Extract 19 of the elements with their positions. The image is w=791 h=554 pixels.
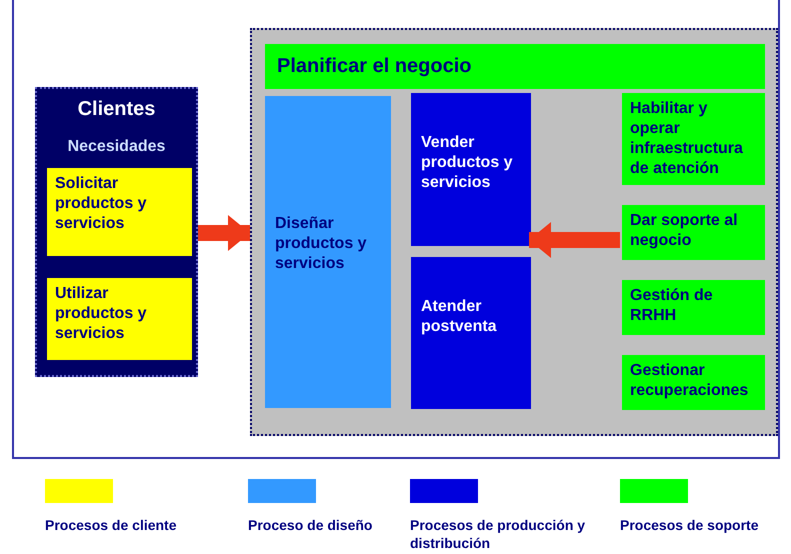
process-box: Dar soporte al negocio — [622, 205, 765, 260]
process-box: Gestión de RRHH — [622, 280, 765, 335]
process-box: Vender productos y servicios — [411, 93, 531, 246]
process-box: Planificar el negocio — [265, 44, 765, 89]
panel-title: Clientes — [78, 98, 156, 120]
arrow — [198, 215, 250, 251]
legend-label: Procesos de producción y distribución — [410, 516, 586, 552]
arrow — [529, 222, 620, 258]
process-box: Gestionar recuperaciones — [622, 355, 765, 410]
process-box: Utilizar productos y servicios — [47, 278, 192, 360]
process-box: Solicitar productos y servicios — [47, 168, 192, 256]
process-box: Habilitar y operar infraestructura de atención — [622, 93, 765, 185]
process-box: Atender postventa — [411, 257, 531, 409]
client-panel — [35, 87, 198, 377]
panel-subtitle: Necesidades — [68, 138, 166, 155]
process-box: Diseñar productos y servicios — [265, 96, 391, 408]
legend-label: Procesos de soporte — [620, 516, 760, 534]
legend-label: Procesos de cliente — [45, 516, 178, 534]
process-area-panel — [250, 28, 778, 436]
